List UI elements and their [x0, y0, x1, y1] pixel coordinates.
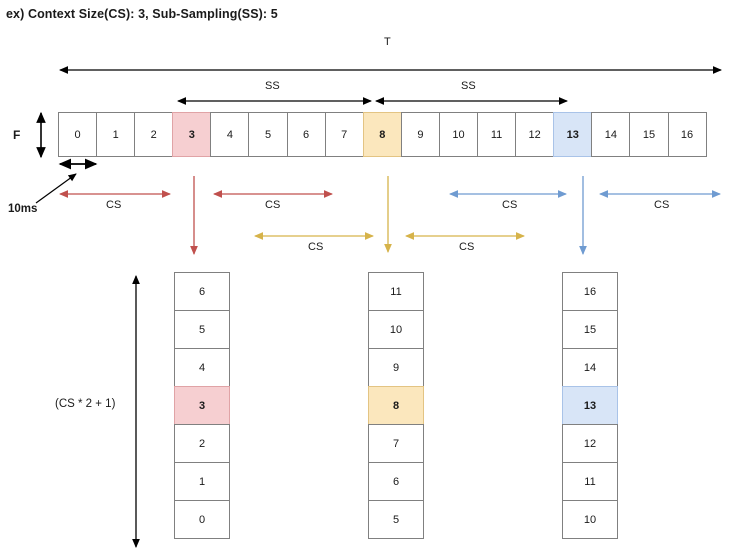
window-cell-label: 2	[198, 437, 206, 450]
frame-cell-label: 11	[490, 128, 503, 141]
frame-cell-15: 15	[629, 112, 669, 157]
frame-cell-label: 5	[264, 128, 272, 141]
label-cs-4: CS	[459, 241, 475, 253]
frame-cell-label: 0	[74, 128, 81, 141]
window-cell-label: 14	[583, 361, 597, 374]
window-center-13: 16 15 14 13 12 11 10	[562, 272, 618, 539]
window-cell-label: 11	[390, 285, 402, 298]
window-cell-10: 10	[368, 310, 424, 349]
label-cs-2: CS	[265, 199, 281, 211]
window-cell-label: 5	[198, 323, 206, 336]
frame-cell-5: 5	[248, 112, 288, 157]
window-cell-7: 7	[368, 424, 424, 463]
frame-cell-label: 7	[341, 128, 348, 141]
window-cell-10: 10	[562, 500, 618, 539]
frame-cell-16: 16	[667, 112, 707, 157]
window-cell-6: 6	[368, 462, 424, 501]
window-cell-9: 9	[368, 348, 424, 387]
frame-cell-label: 14	[604, 128, 617, 141]
frame-cell-label: 8	[379, 128, 386, 141]
frame-cell-label: 12	[528, 128, 541, 141]
window-cell-8: 8	[368, 386, 424, 425]
window-cell-3: 3	[174, 386, 230, 425]
frame-cell-label: 4	[226, 128, 233, 141]
frame-cell-label: 9	[417, 128, 424, 141]
window-cell-6: 6	[174, 272, 230, 311]
frame-cell-7: 7	[324, 112, 364, 157]
window-center-3: 6 5 4 3 2 1 0	[174, 272, 230, 539]
label-cs-5: CS	[502, 199, 518, 211]
label-window-height: (CS * 2 + 1)	[55, 398, 116, 410]
label-cs-6: CS	[654, 199, 670, 211]
window-cell-4: 4	[174, 348, 230, 387]
label-total-span: T	[384, 36, 391, 48]
window-cell-label: 6	[198, 285, 206, 298]
window-cell-11: 11	[368, 272, 424, 311]
frame-cell-13: 13	[553, 112, 593, 157]
label-subsample-right: SS	[461, 80, 476, 92]
frame-cell-label: 6	[303, 128, 310, 141]
window-cell-11: 11	[562, 462, 618, 501]
window-cell-13: 13	[562, 386, 618, 425]
window-cell-label: 7	[392, 437, 400, 450]
window-cell-label: 3	[198, 399, 206, 412]
frame-cell-11: 11	[477, 112, 517, 157]
frame-cell-label: 15	[642, 128, 656, 141]
window-cell-14: 14	[562, 348, 618, 387]
window-cell-12: 12	[562, 424, 618, 463]
frame-cell-8: 8	[362, 112, 402, 157]
label-cs-3: CS	[308, 241, 324, 253]
window-cell-label: 9	[392, 361, 400, 374]
window-cell-label: 10	[389, 323, 403, 336]
frame-cell-1: 1	[96, 112, 136, 157]
frame-cell-label: 2	[150, 128, 157, 141]
window-cell-label: 1	[198, 475, 206, 488]
window-cell-5: 5	[174, 310, 230, 349]
window-cell-15: 15	[562, 310, 618, 349]
window-cell-0: 0	[174, 500, 230, 539]
page-title: ex) Context Size(CS): 3, Sub-Sampling(SS…	[6, 7, 278, 21]
window-cell-label: 8	[392, 399, 400, 412]
window-cell-label: 16	[583, 285, 597, 298]
frame-cell-10: 10	[438, 112, 479, 157]
frame-cell-label: 10	[452, 128, 465, 141]
frame-cell-2: 2	[134, 112, 174, 157]
window-cell-label: 0	[198, 513, 206, 526]
frame-cell-3: 3	[172, 112, 212, 157]
label-subsample-left: SS	[265, 80, 280, 92]
window-cell-label: 5	[392, 513, 400, 526]
frame-cell-14: 14	[591, 112, 631, 157]
frame-cell-4: 4	[210, 112, 250, 157]
frame-cell-6: 6	[286, 112, 326, 157]
label-frame-height: F	[13, 128, 21, 142]
window-cell-label: 10	[583, 513, 597, 526]
frame-cell-label: 3	[188, 128, 195, 141]
frame-cell-label: 13	[566, 128, 579, 141]
window-cell-16: 16	[562, 272, 618, 311]
window-cell-5: 5	[368, 500, 424, 539]
frame-cell-label: 1	[112, 128, 119, 141]
window-cell-1: 1	[174, 462, 230, 501]
window-cell-label: 15	[583, 323, 597, 336]
window-cell-label: 4	[198, 361, 206, 374]
window-cell-label: 12	[583, 437, 597, 450]
window-center-8: 11 10 9 8 7 6 5	[368, 272, 424, 539]
window-cell-2: 2	[174, 424, 230, 463]
label-cs-1: CS	[106, 199, 122, 211]
window-cell-label: 13	[583, 399, 597, 412]
window-cell-label: 11	[584, 475, 596, 488]
frame-cell-0: 0	[58, 112, 98, 157]
frame-cell-label: 16	[680, 128, 694, 141]
frame-cell-9: 9	[400, 112, 440, 157]
label-frame-duration: 10ms	[8, 203, 38, 215]
frame-cell-12: 12	[515, 112, 555, 157]
window-cell-label: 6	[392, 475, 400, 488]
